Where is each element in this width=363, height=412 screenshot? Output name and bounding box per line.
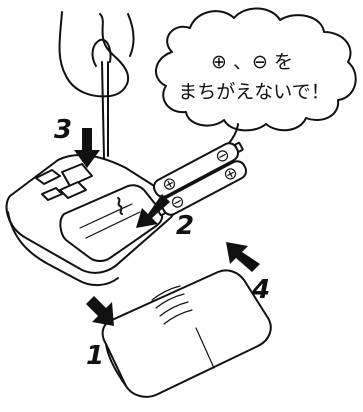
arrow-step-1	[86, 296, 114, 326]
step-number-1: 1	[86, 341, 104, 371]
step-number-2: 2	[176, 211, 194, 241]
battery-cover	[103, 270, 271, 396]
hand-outline	[60, 12, 129, 96]
step-number-3: 3	[54, 115, 72, 145]
hand-illustration	[60, 12, 134, 96]
speech-bubble-line-1: ⊕ 、⊖ を	[211, 51, 293, 73]
pen-stick	[102, 62, 108, 158]
arrow-step-4	[226, 242, 260, 272]
hand-wrist	[128, 14, 134, 56]
batteries	[151, 138, 249, 220]
step-number-4: 4	[251, 275, 270, 305]
speech-bubble-line-2: まちがえないで！	[178, 81, 329, 103]
speech-bubble: ⊕ 、⊖ を まちがえないで！	[156, 8, 356, 156]
battery-cover-body	[103, 270, 271, 396]
